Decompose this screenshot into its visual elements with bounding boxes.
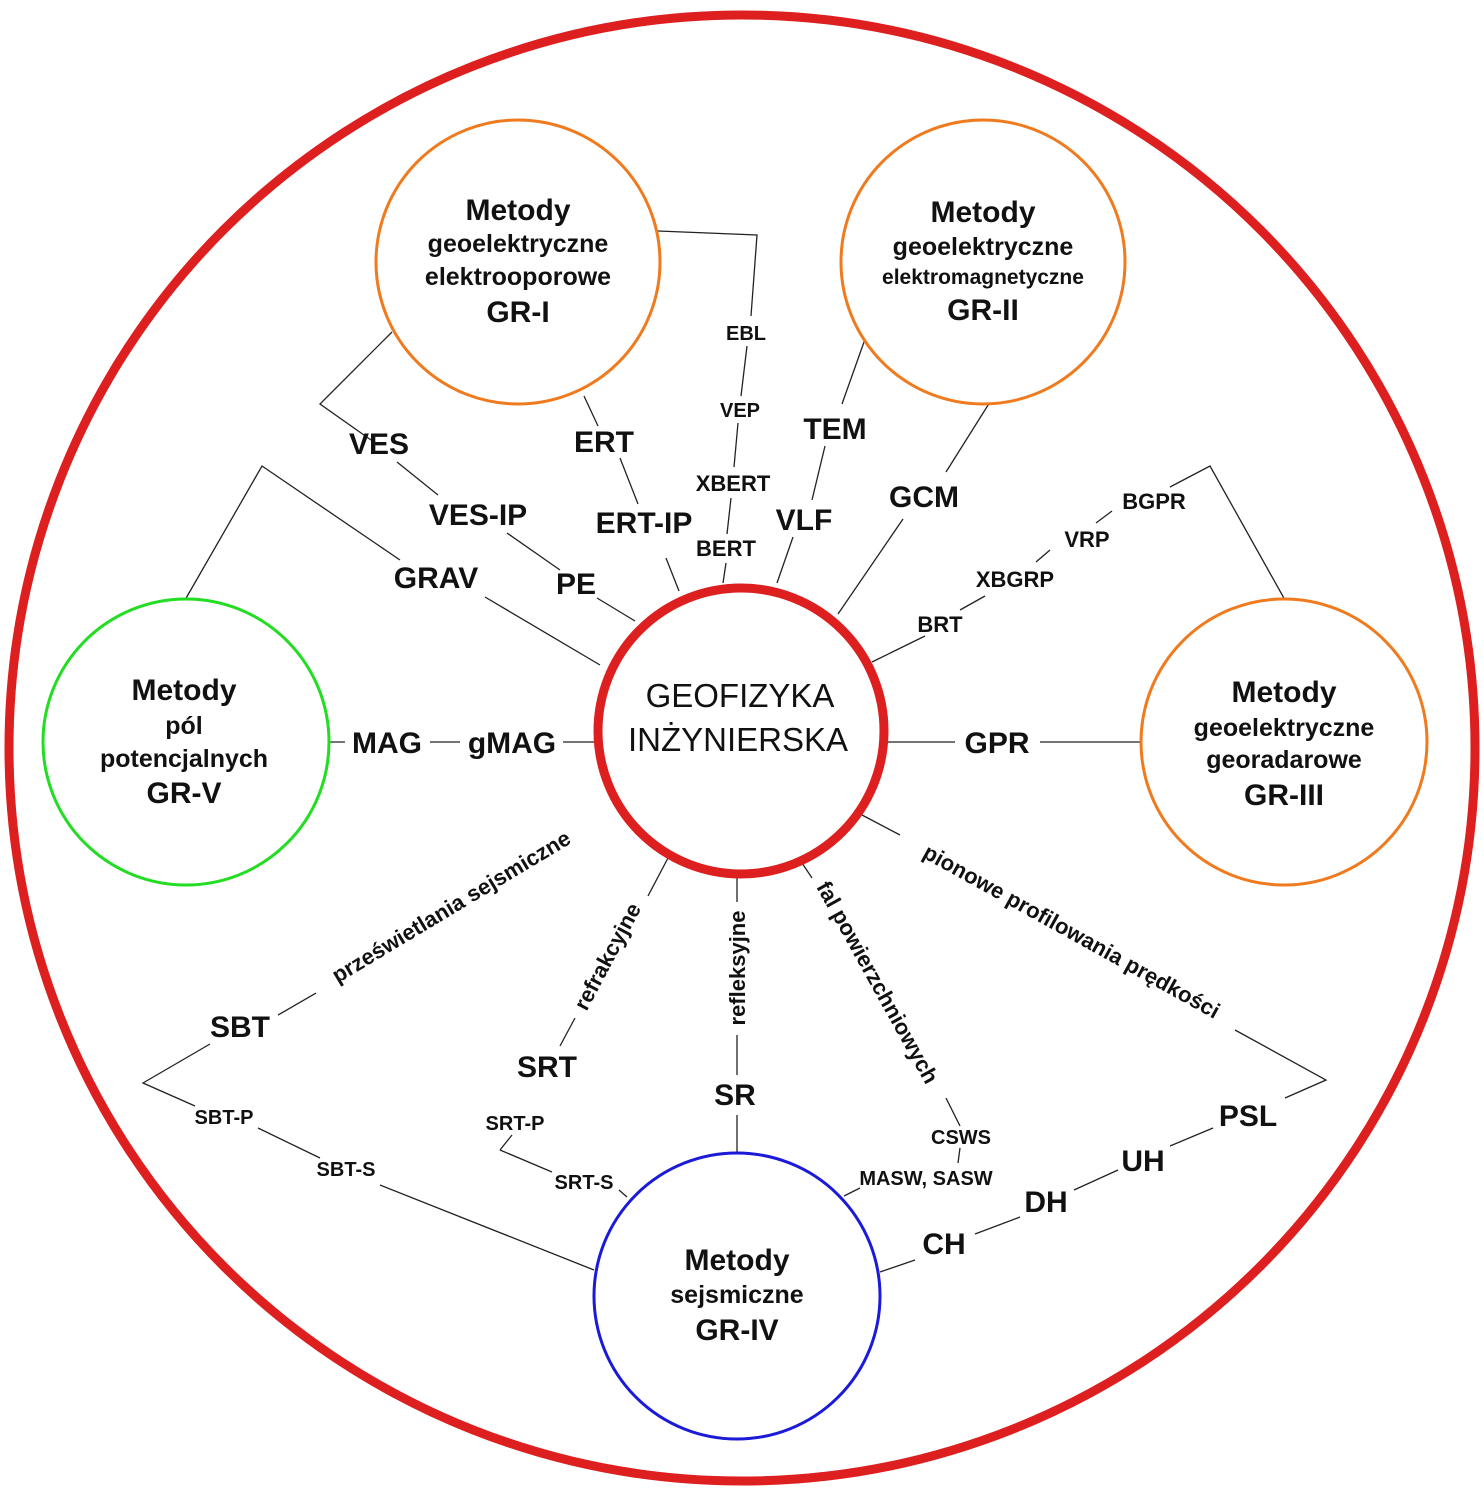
method-pe: PE <box>556 568 596 601</box>
gr5-code: GR-V <box>147 777 222 810</box>
gr1-line1: Metody <box>466 194 571 227</box>
group-circle-gr5 <box>41 597 331 887</box>
branch-refleksyjne: refleksyjne <box>725 911 750 1026</box>
method-vlf: VLF <box>776 504 833 537</box>
center-title-line1: GEOFIZYKA <box>646 677 835 714</box>
gr4-line1: Metody <box>685 1244 790 1277</box>
branch-refrakcyjne: refrakcyjne <box>569 899 646 1014</box>
gr2-line3: elektromagnetyczne <box>882 266 1084 289</box>
method-masw-sasw: MASW, SASW <box>859 1168 992 1190</box>
group-circle-gr4 <box>592 1151 882 1441</box>
method-ves-ip: VES-IP <box>429 499 527 532</box>
method-ch: CH <box>922 1228 965 1261</box>
outer-ring <box>4 10 1480 1486</box>
branch-fal-powierzchniowych: fal powierzchniowych <box>812 877 944 1088</box>
gr5-line3: potencjalnych <box>100 745 268 773</box>
branch-pionowe-profilowania: pionowe profilowania prędkości <box>919 839 1224 1023</box>
method-xbgrp: XBGRP <box>976 567 1054 592</box>
group-circle-gr1 <box>374 118 662 406</box>
method-ert: ERT <box>574 426 634 459</box>
gr4-code: GR-IV <box>695 1314 778 1347</box>
group-circle-gr2 <box>839 118 1127 406</box>
gr3-line3: georadarowe <box>1206 746 1362 774</box>
method-csws: CSWS <box>931 1127 991 1149</box>
gr2-line1: Metody <box>931 196 1036 229</box>
gr2-code: GR-II <box>947 294 1019 327</box>
center-circle <box>593 583 889 879</box>
gr4-line2: sejsmiczne <box>670 1281 804 1309</box>
gr3-code: GR-III <box>1244 779 1324 812</box>
method-ert-ip: ERT-IP <box>596 507 693 540</box>
method-srt-s: SRT-S <box>555 1172 614 1194</box>
method-gmag: gMAG <box>468 727 556 760</box>
method-ves: VES <box>349 428 409 461</box>
method-psl: PSL <box>1219 1100 1277 1133</box>
method-sbt-s: SBT-S <box>317 1159 376 1181</box>
method-ebl: EBL <box>726 323 766 345</box>
method-bgpr: BGPR <box>1122 489 1186 514</box>
method-gcm: GCM <box>889 481 959 514</box>
method-grav: GRAV <box>394 562 478 595</box>
method-bert: BERT <box>696 536 756 561</box>
method-gpr: GPR <box>964 727 1029 760</box>
gr1-code: GR-I <box>486 296 549 329</box>
method-labels: VES VES-IP PE ERT ERT-IP EBL VEP XBERT B… <box>195 323 1278 1261</box>
method-dh: DH <box>1024 1186 1067 1219</box>
gr5-line1: Metody <box>132 674 237 707</box>
method-vrp: VRP <box>1064 527 1109 552</box>
branch-przeswietlania: prześwietlania sejsmiczne <box>327 825 575 988</box>
method-sbt-p: SBT-P <box>195 1107 254 1129</box>
connector-lines <box>141 230 1328 1273</box>
method-brt: BRT <box>917 612 963 637</box>
method-sbt: SBT <box>210 1011 270 1044</box>
method-srt: SRT <box>517 1051 577 1084</box>
method-mag: MAG <box>352 727 422 760</box>
method-uh: UH <box>1121 1145 1164 1178</box>
method-vep: VEP <box>720 400 760 422</box>
method-sr: SR <box>714 1079 756 1112</box>
method-srt-p: SRT-P <box>486 1113 545 1135</box>
gr1-line3: elektrooporowe <box>425 263 611 291</box>
gr3-line1: Metody <box>1232 676 1337 709</box>
center-title-line2: INŻYNIERSKA <box>628 721 848 758</box>
gr2-line2: geoelektryczne <box>893 233 1074 261</box>
method-tem: TEM <box>803 413 866 446</box>
group-circle-gr3 <box>1139 597 1429 887</box>
gr5-line2: pól <box>165 712 203 740</box>
gr3-line2: geoelektryczne <box>1194 714 1375 742</box>
gr1-line2: geoelektryczne <box>428 230 609 258</box>
method-xbert: XBERT <box>696 471 771 496</box>
